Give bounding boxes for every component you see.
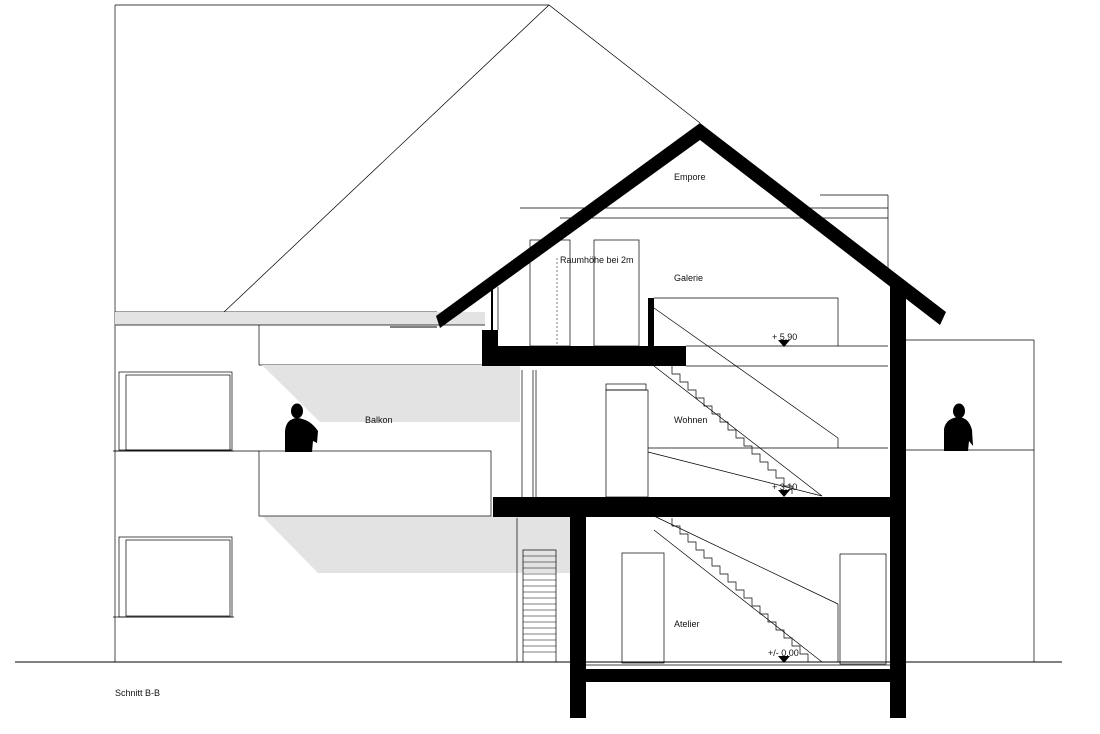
level-upper-label: + 5.90 — [772, 332, 797, 342]
upper-slab-cut — [482, 346, 686, 366]
person-silhouette-left — [285, 403, 318, 452]
galerie-post — [648, 298, 654, 346]
person-silhouette-right — [944, 403, 973, 451]
middle-slab-cut — [493, 497, 890, 517]
level-middle-label: + 3.10 — [772, 482, 797, 492]
room-label-empore: Empore — [674, 172, 706, 182]
room-label-wohnen: Wohnen — [674, 415, 707, 425]
level-marker-upper: + 5.90 — [772, 332, 797, 347]
level-marker-ground: +/- 0.00 — [768, 648, 799, 663]
left-basement-wall — [570, 517, 586, 718]
level-triangle-icon — [778, 490, 790, 497]
section-cut — [390, 123, 946, 718]
level-marker-middle: + 3.10 — [772, 482, 797, 497]
right-wall-cut — [890, 283, 906, 718]
room-label-atelier: Atelier — [674, 619, 700, 629]
shutter-slats — [523, 555, 556, 653]
level-triangle-icon — [778, 340, 790, 347]
room-label-galerie: Galerie — [674, 273, 703, 283]
room-height-annotation: Raumhöhe bei 2m — [560, 255, 634, 265]
level-triangle-icon — [778, 656, 790, 663]
drawing-title: Schnitt B-B — [115, 688, 160, 698]
roof-cut — [436, 123, 946, 328]
room-label-balkon: Balkon — [365, 415, 393, 425]
ground-slab-cut — [586, 669, 890, 682]
neighbour-building — [113, 4, 1035, 663]
level-ground-label: +/- 0.00 — [768, 648, 799, 658]
